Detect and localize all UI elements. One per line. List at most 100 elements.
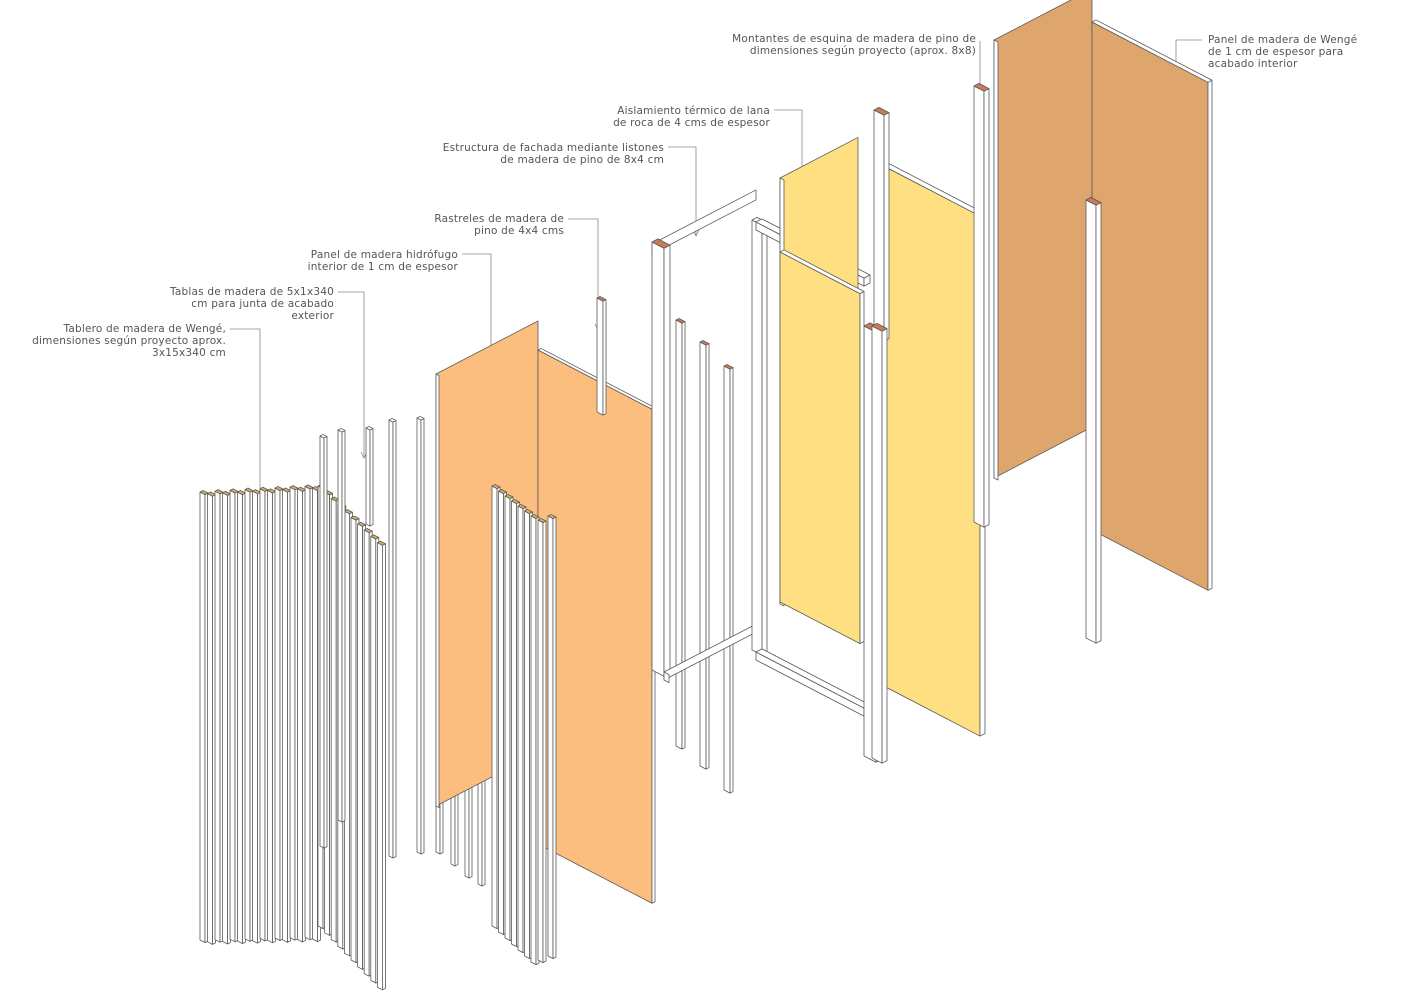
clad2-board-1-cap	[498, 489, 507, 495]
clad-board-right-9-side	[381, 543, 386, 991]
leader-line-1	[338, 291, 365, 458]
frame-side-bottom	[755, 648, 871, 717]
clad-board-back-6	[244, 487, 254, 942]
joint-board-4-face	[416, 417, 422, 855]
corner-post-b-cap	[973, 83, 990, 92]
corner-post-c-face	[871, 325, 883, 764]
clad-board-back-2	[214, 489, 224, 943]
corner-post-a-cap	[873, 107, 890, 116]
clad-board-back-1	[207, 491, 216, 945]
insulation-inner-top	[779, 249, 865, 295]
interior-corner-post	[1085, 196, 1102, 644]
batten-2	[699, 340, 710, 770]
clad-board-back-5	[237, 490, 246, 944]
corner-post-c-cap	[871, 322, 888, 332]
clad-board-back-15-face	[312, 487, 318, 942]
corner-post-b	[973, 83, 990, 528]
joint-board-0	[319, 434, 328, 849]
clad2-board-4-face	[517, 505, 524, 953]
joint-board-4-side	[420, 418, 425, 855]
clad2-board-3-cap	[511, 499, 520, 505]
joint-board-4-cap	[416, 416, 425, 421]
clad2-board-1-face	[498, 490, 504, 935]
frame-left-post	[651, 238, 671, 677]
orange-back-wing-edge	[435, 373, 440, 808]
batten-1-cap	[675, 318, 686, 324]
clad-board-right-4-cap	[343, 509, 353, 515]
frame-corner-post	[751, 216, 768, 656]
frame-left-post-side	[663, 244, 671, 677]
clad-board-back-11-face	[282, 489, 288, 943]
clad-board-back-7	[252, 489, 261, 944]
leader-line-0	[230, 328, 261, 508]
clad-board-back-3-face	[222, 492, 228, 945]
clad-board-back-4-face	[229, 489, 236, 943]
batten-0-face	[596, 297, 604, 416]
clad-board-right-6-face	[357, 523, 364, 970]
clad-board-back-14-face	[304, 485, 311, 941]
joint-board-2	[365, 426, 374, 527]
clad-board-back-8-face	[259, 488, 266, 942]
clad-board-right-5-face	[350, 517, 357, 963]
insulation-inner	[779, 249, 865, 644]
joint-board-2-cap	[365, 426, 374, 431]
frame-side-bottom-top	[755, 648, 871, 709]
joint-board-0-side	[323, 436, 328, 849]
frame-left-post-face	[651, 241, 665, 677]
interior-right-wing-top	[1091, 19, 1213, 83]
label-interior-panel: Panel de madera de Wengé de 1 cm de espe…	[1208, 34, 1358, 70]
joint-board-2-side	[369, 428, 374, 527]
interior-back-wing	[993, 0, 1093, 481]
clad-board-right-7-cap	[363, 528, 373, 534]
clad-board-back-12-face	[289, 486, 296, 941]
clad-board-back-8	[259, 486, 269, 942]
clad2-board-0-cap	[491, 484, 501, 490]
label-wenge-board: Tablero de madera de Wengé, dimensiones …	[32, 323, 226, 359]
exploded-components	[199, 0, 1213, 991]
clad2-corner-1	[547, 514, 557, 959]
clad2-corner-1-face	[547, 515, 554, 959]
clad-board-back-13	[297, 486, 306, 943]
corner-post-a-face	[873, 109, 885, 342]
joint-board-2-face	[365, 427, 371, 527]
clad-board-back-11	[282, 487, 291, 943]
clad2-board-6-face	[530, 515, 537, 965]
clad2-corner-0-side	[542, 520, 547, 963]
batten-0	[596, 296, 607, 416]
corner-posts	[871, 83, 990, 764]
clad2-board-6-cap	[530, 514, 540, 519]
clad2-board-4-cap	[517, 504, 527, 510]
clad2-board-2-cap	[504, 494, 514, 500]
interior-corner-post-face	[1085, 199, 1097, 644]
clad-board-right-2-face	[330, 498, 337, 943]
corner-post-b-side	[983, 88, 990, 528]
insulation	[779, 137, 986, 737]
insulation-right-face	[875, 161, 981, 737]
batten-1-face	[675, 319, 683, 750]
batten-3-side	[729, 367, 734, 794]
label-water-panel: Panel de madera hidrófugo interior de 1 …	[307, 249, 458, 273]
frame-corner-post-side	[761, 222, 768, 656]
clad-board-back-9-face	[267, 489, 273, 944]
joint-board-1	[337, 428, 346, 823]
joint-board-1-face	[337, 429, 343, 823]
joint-board-3-face	[388, 419, 394, 859]
clad-board-back-10-face	[274, 487, 281, 941]
label-battens: Rastreles de madera de pino de 4x4 cms	[434, 213, 564, 237]
clad2-corner-1-cap	[547, 514, 557, 519]
clad-board-back-10	[274, 486, 284, 941]
interior-panel	[993, 0, 1213, 644]
interior-back-wing-face	[993, 0, 1093, 479]
frame-bottom-beam-edge	[663, 671, 670, 683]
insulation-right	[875, 158, 986, 737]
joint-board-3-side	[392, 420, 397, 859]
frame-left-post-cap	[651, 238, 671, 249]
clad2-board-5-cap	[524, 509, 533, 514]
joint-board-3	[388, 418, 397, 859]
batten-2-cap	[699, 340, 710, 346]
joint-board-0-face	[319, 435, 325, 849]
interior-back-wing-edge	[993, 39, 999, 481]
wenge-cladding	[199, 484, 386, 991]
clad-board-right-9-cap	[376, 540, 386, 546]
clad-board-back-9	[267, 488, 276, 944]
